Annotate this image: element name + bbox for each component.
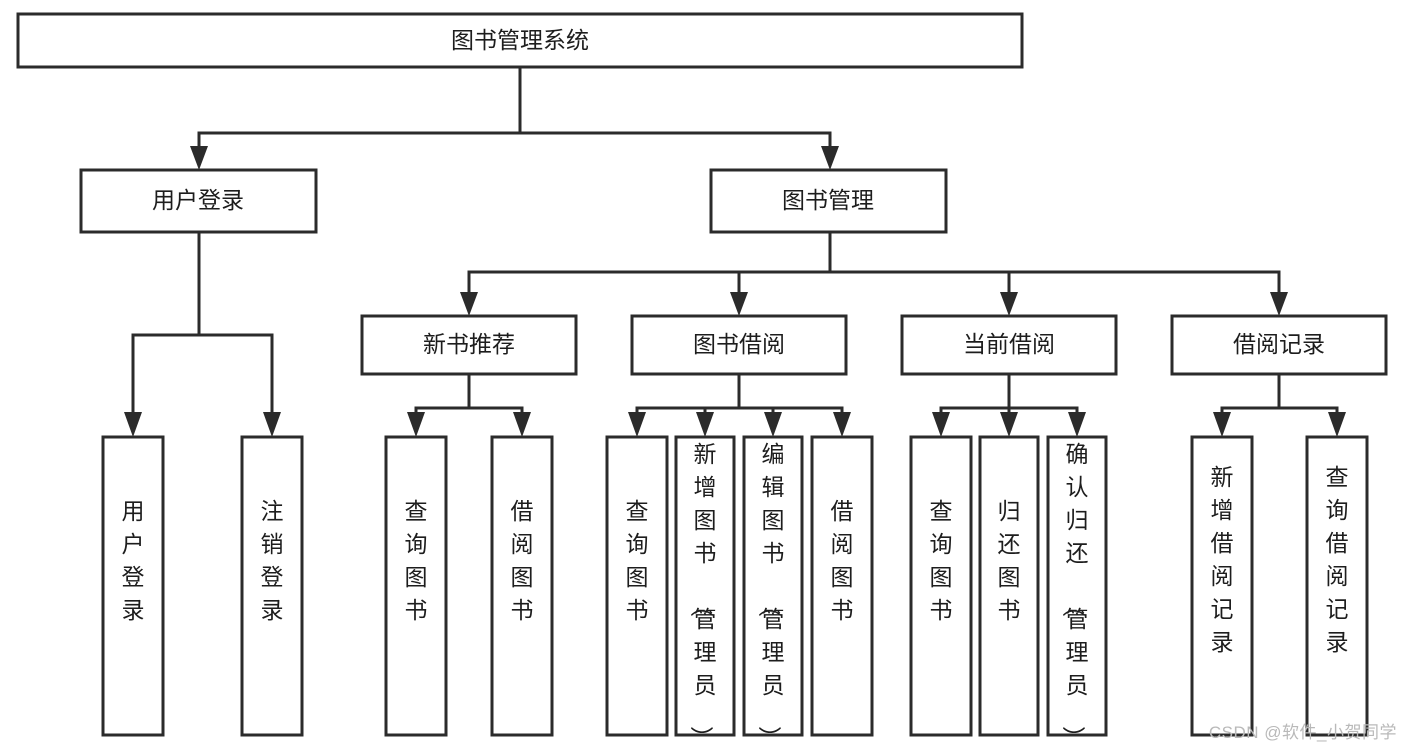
arrow-to-leaf-2 xyxy=(263,412,281,437)
node-leaf-8-box[interactable] xyxy=(810,435,874,737)
node-leaf-12-box[interactable] xyxy=(1190,435,1254,737)
node-borrow-label: 图书借阅 xyxy=(693,331,785,357)
node-leaf-11-label: 确认归还（管理员） xyxy=(1061,441,1089,747)
node-leaf-1-label: 用户登录 xyxy=(122,498,145,623)
node-leaf-5-box[interactable] xyxy=(605,435,669,737)
arrow-to-leaf-4 xyxy=(513,412,531,437)
node-leaf-8[interactable]: 借阅图书 xyxy=(810,435,874,737)
node-leaf-6-box[interactable] xyxy=(674,435,736,737)
node-newbook[interactable]: 新书推荐 xyxy=(360,314,578,376)
node-current[interactable]: 当前借阅 xyxy=(900,314,1118,376)
node-leaf-7-label: 编辑图书（管理员） xyxy=(757,441,785,747)
node-leaf-13-label: 查询借阅记录 xyxy=(1326,464,1349,655)
node-leaf-10[interactable]: 归还图书 xyxy=(978,435,1040,737)
arrow-to-leaf-3 xyxy=(407,412,425,437)
node-leaf-9[interactable]: 查询图书 xyxy=(909,435,973,737)
node-leaf-2-label: 注销登录 xyxy=(261,498,284,623)
node-leaf-6[interactable]: 新增图书（管理员） xyxy=(674,435,736,747)
node-leaf-9-label: 查询图书 xyxy=(930,498,953,623)
node-current-label: 当前借阅 xyxy=(963,331,1055,357)
arrow-to-leaf-1 xyxy=(124,412,142,437)
node-login-label: 用户登录 xyxy=(152,187,244,213)
node-login-box[interactable] xyxy=(79,168,318,234)
node-bookmgmt-label: 图书管理 xyxy=(782,187,874,213)
arrow-to-leaf-6 xyxy=(696,412,714,437)
arrow-to-borrow xyxy=(730,292,748,316)
node-leaf-10-label: 归还图书 xyxy=(998,498,1021,623)
arrow-to-login xyxy=(190,146,208,170)
node-newbook-box[interactable] xyxy=(360,314,578,376)
node-leaf-8-label: 借阅图书 xyxy=(831,498,854,623)
node-leaf-12[interactable]: 新增借阅记录 xyxy=(1190,435,1254,737)
node-bookmgmt[interactable]: 图书管理 xyxy=(709,168,948,234)
node-leaf-2[interactable]: 注销登录 xyxy=(240,435,304,737)
node-root[interactable]: 图书管理系统 xyxy=(16,12,1024,69)
node-borrow[interactable]: 图书借阅 xyxy=(630,314,848,376)
node-leaf-1[interactable]: 用户登录 xyxy=(101,435,165,737)
node-record-box[interactable] xyxy=(1170,314,1388,376)
node-bookmgmt-box[interactable] xyxy=(709,168,948,234)
arrow-to-leaf-11 xyxy=(1068,412,1086,437)
node-record-label: 借阅记录 xyxy=(1233,331,1325,357)
arrow-to-leaf-10 xyxy=(1000,412,1018,437)
arrow-to-leaf-13 xyxy=(1328,412,1346,437)
node-login[interactable]: 用户登录 xyxy=(79,168,318,234)
node-record[interactable]: 借阅记录 xyxy=(1170,314,1388,376)
node-leaf-6-label: 新增图书（管理员） xyxy=(689,441,717,747)
nodes-layer: 图书管理系统 用户登录 图书管理 新书推荐 图书借阅 当前 xyxy=(16,12,1388,747)
node-leaf-7-box[interactable] xyxy=(742,435,804,737)
node-leaf-3-label: 查询图书 xyxy=(405,498,428,623)
node-leaf-13[interactable]: 查询借阅记录 xyxy=(1305,435,1369,737)
arrow-to-leaf-8 xyxy=(833,412,851,437)
csdn-watermark: CSDN @软件_小贺同学 xyxy=(1208,723,1397,742)
arrow-to-record xyxy=(1270,292,1288,316)
node-leaf-5-label: 查询图书 xyxy=(626,498,649,623)
node-leaf-12-label: 新增借阅记录 xyxy=(1211,464,1234,655)
node-root-label: 图书管理系统 xyxy=(451,27,589,53)
node-leaf-11-box[interactable] xyxy=(1046,435,1108,737)
node-newbook-label: 新书推荐 xyxy=(423,331,515,357)
arrow-to-leaf-7 xyxy=(764,412,782,437)
node-leaf-1-box[interactable] xyxy=(101,435,165,737)
node-leaf-7[interactable]: 编辑图书（管理员） xyxy=(742,435,804,747)
node-leaf-3[interactable]: 查询图书 xyxy=(384,435,448,737)
arrow-to-leaf-12 xyxy=(1213,412,1231,437)
node-leaf-5[interactable]: 查询图书 xyxy=(605,435,669,737)
node-leaf-13-box[interactable] xyxy=(1305,435,1369,737)
node-root-box[interactable] xyxy=(16,12,1024,69)
node-leaf-3-box[interactable] xyxy=(384,435,448,737)
arrow-to-leaf-9 xyxy=(932,412,950,437)
node-leaf-4-box[interactable] xyxy=(490,435,554,737)
node-borrow-box[interactable] xyxy=(630,314,848,376)
edges-layer xyxy=(124,65,1346,437)
node-leaf-10-box[interactable] xyxy=(978,435,1040,737)
node-leaf-9-box[interactable] xyxy=(909,435,973,737)
node-leaf-4-label: 借阅图书 xyxy=(511,498,534,623)
arrow-to-leaf-5 xyxy=(628,412,646,437)
node-leaf-11[interactable]: 确认归还（管理员） xyxy=(1046,435,1108,747)
node-leaf-2-box[interactable] xyxy=(240,435,304,737)
node-current-box[interactable] xyxy=(900,314,1118,376)
arrow-to-current xyxy=(1000,292,1018,316)
arrow-to-bookmgmt xyxy=(821,146,839,170)
node-leaf-4[interactable]: 借阅图书 xyxy=(490,435,554,737)
arrow-to-newbook xyxy=(460,292,478,316)
